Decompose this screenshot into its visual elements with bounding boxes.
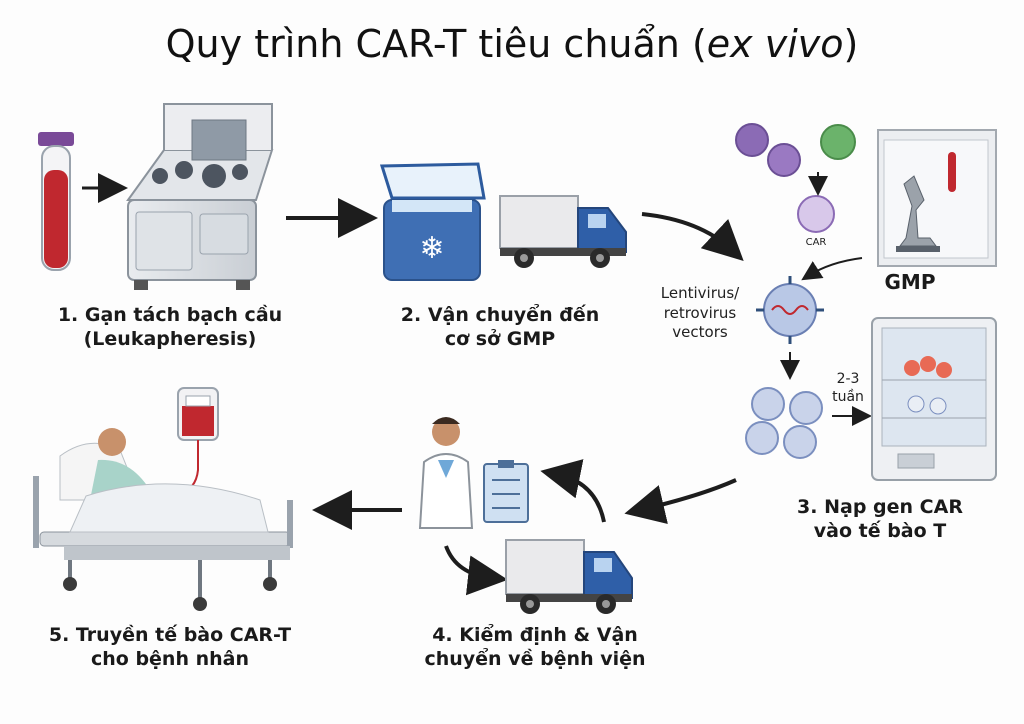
step-3-line1: 3. Nạp gen CAR bbox=[797, 496, 963, 518]
arrow-doctor-to-truck bbox=[444, 545, 508, 596]
step-2-line1: 2. Vận chuyển đến bbox=[400, 304, 600, 326]
step-5-line1: 5. Truyền tế bào CAR-T bbox=[48, 624, 292, 646]
virus-particles-icon bbox=[735, 123, 856, 233]
step-4-line2: chuyển về bệnh viện bbox=[424, 647, 646, 670]
truck-icon-top bbox=[499, 195, 627, 268]
step-3-label: 3. Nạp gen CAR vào tế bào T bbox=[760, 496, 1000, 544]
incubator-icon bbox=[871, 317, 997, 481]
apheresis-machine-icon bbox=[126, 103, 274, 290]
page-title: Quy trình CAR-T tiêu chuẩn (ex vivo) bbox=[165, 22, 859, 66]
clipboard-icon bbox=[483, 460, 529, 523]
step-2-line2: cơ sở GMP bbox=[444, 327, 556, 350]
t-cells-icon bbox=[745, 387, 823, 459]
cooler-box-icon: ❄ bbox=[379, 162, 486, 281]
arrow-gmp-to-vector bbox=[801, 257, 863, 281]
duration-label: 2-3 tuần bbox=[822, 370, 874, 406]
step-5-line2: cho bệnh nhân bbox=[90, 647, 249, 670]
blood-tube-icon bbox=[38, 132, 74, 271]
step-1-label: 1. Gạn tách bạch cầu (Leukapheresis) bbox=[20, 304, 320, 352]
gmp-lab-icon bbox=[877, 129, 997, 267]
step-2-label: 2. Vận chuyển đến cơ sở GMP bbox=[370, 304, 630, 352]
duration-line1: 2-3 bbox=[836, 371, 860, 387]
arrow-step3-to-step4 bbox=[624, 478, 737, 525]
gmp-label: GMP bbox=[884, 270, 936, 294]
doctor-icon bbox=[418, 417, 474, 529]
step-4-label: 4. Kiểm định & Vận chuyển về bệnh viện bbox=[390, 624, 680, 672]
vector-label-line1: Lentivirus/ bbox=[660, 284, 740, 302]
svg-text:❄: ❄ bbox=[419, 231, 444, 266]
duration-line2: tuần bbox=[832, 389, 864, 406]
car-label: CAR bbox=[805, 237, 827, 248]
vector-label: Lentivirus/ retrovirus vectors bbox=[640, 284, 760, 343]
step-4-line1: 4. Kiểm định & Vận bbox=[432, 624, 638, 646]
step-1-line1: 1. Gạn tách bạch cầu bbox=[57, 304, 283, 326]
step-5-label: 5. Truyền tế bào CAR-T cho bệnh nhân bbox=[20, 624, 320, 672]
hospital-bed-icon bbox=[33, 428, 293, 611]
iv-bag-icon bbox=[177, 387, 219, 495]
truck-icon-bottom bbox=[505, 539, 633, 614]
vector-virus-icon bbox=[756, 276, 824, 344]
vector-label-line3: vectors bbox=[672, 323, 728, 341]
arrow-step2-to-step3 bbox=[641, 212, 744, 261]
arrow-check-loop bbox=[540, 459, 606, 523]
step-1-line2: (Leukapheresis) bbox=[83, 327, 257, 350]
step-3-line2: vào tế bào T bbox=[813, 519, 947, 542]
vector-label-line2: retrovirus bbox=[663, 303, 737, 322]
